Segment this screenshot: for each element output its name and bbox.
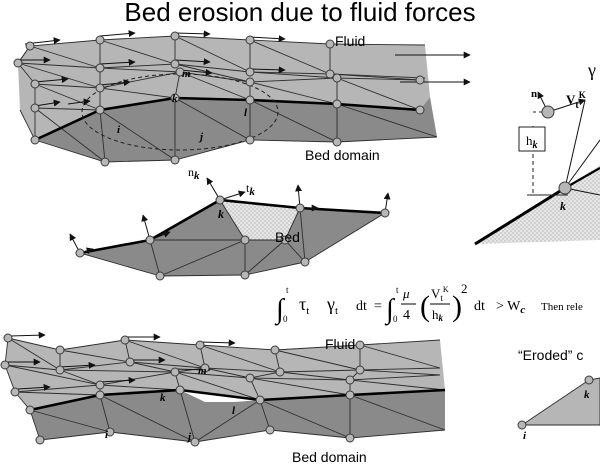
gamma-term: γt [326,294,338,317]
integral-upper-2: t [396,285,399,295]
right-detail-n-label: n [531,88,537,100]
erosion-criterion-equation: ∫ t 0 τt γt dt = ∫ t 0 μ 4 ( VtK hk ) 2 … [274,281,583,326]
top-influence-ellipse [81,73,279,151]
integral-upper-1: t [286,285,289,295]
integral-sign-2: ∫ [384,294,396,326]
bed-detail-nodes [75,195,390,281]
top-bed-domain-label: Bed domain [305,147,380,163]
top-bed-interface [34,96,421,142]
integral-lower-1: 0 [283,314,288,324]
top-fluid-region [18,36,430,140]
right-paren: ) [452,290,462,323]
dt-2: dt [474,299,485,314]
eroded-label: “Eroded” c [518,347,583,363]
bottom-flow-arrows [8,331,236,391]
eroded-i-label: i [523,430,527,442]
tangent-vector-label: tk [246,181,255,198]
eroded-detail: “Eroded” c i k [517,347,600,442]
top-mesh: Fluid Bed domain m k l i j [13,30,471,167]
top-mesh-nodes [13,31,425,167]
top-fluid-label: Fluid [335,33,365,49]
mu: μ [402,286,410,301]
right-detail-velocity-label: VtK [566,90,586,111]
eroded-element [520,377,600,426]
bottom-bed-domain-label: Bed domain [292,449,367,465]
bed-detail-k-label: k [218,207,224,221]
equals-sign: = [374,299,382,314]
threshold-term: > Wc [496,299,525,316]
right-detail: γ n VtK hk k [474,60,600,246]
bottom-node-label-i: i [105,429,109,441]
bottom-bed-region [30,390,445,442]
four: 4 [403,308,410,323]
bottom-node-label-j: j [186,431,192,443]
top-node-label-j: j [198,131,204,143]
right-detail-fluid-node [541,105,555,119]
right-detail-height-label: hk [526,133,538,151]
right-detail-bed-face [475,165,600,244]
velocity-numerator: VtK [431,285,449,303]
bottom-node-label-k: k [160,392,166,404]
eroded-node-i [517,420,527,430]
bed-detail-label: Bed [275,229,300,245]
bed-detail: Bed k nk tk [69,165,391,281]
normal-vector-label: nk [188,165,200,182]
bottom-fluid-label: Fluid [325,336,355,352]
bottom-bed-interface [29,388,446,412]
bottom-mesh-nodes [0,333,365,447]
page-title: Bed erosion due to fluid forces [124,0,476,27]
bottom-node-label-l: l [232,405,236,417]
square-exponent: 2 [461,281,468,296]
top-node-label-k: k [172,93,178,105]
bed-detail-edges [79,199,386,277]
dt-1: dt [356,299,367,314]
integral-lower-2: 0 [393,314,398,324]
bottom-node-label-m: m [198,365,207,377]
then-release-text: Then rele [541,301,583,313]
integral-sign-1: ∫ [274,294,286,326]
height-denominator: hk [432,307,444,323]
left-paren: ( [420,290,430,323]
right-detail-k-label: k [560,199,566,213]
right-detail-bed-node [558,181,572,195]
right-detail-gamma: γ [587,60,596,80]
bed-detail-dark-face [80,200,385,276]
tau-term: τt [299,294,309,317]
top-node-label-m: m [182,68,191,80]
top-node-label-i: i [117,124,121,136]
height-box [518,126,546,152]
eroded-node-k [584,375,594,385]
bottom-mesh: Fluid Bed domain m k l i j [0,331,446,465]
top-flow-arrows [15,30,471,107]
top-node-label-l: l [244,107,248,119]
eroded-k-label: k [584,389,590,401]
